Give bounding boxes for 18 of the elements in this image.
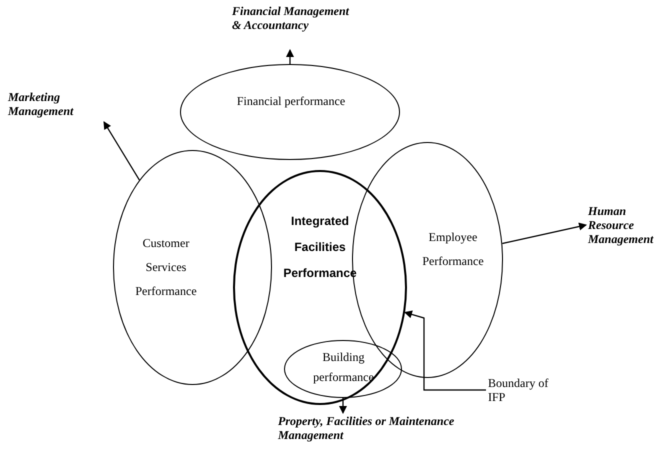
leader-arrow <box>404 310 486 391</box>
node-label: Financial performance <box>236 93 346 110</box>
text-label: Marketing Management <box>8 90 75 118</box>
node-label: Customer Services Performance <box>134 235 198 300</box>
text-label: Boundary of IFP <box>488 376 550 404</box>
text-label: Financial Management & Accountancy <box>232 4 350 32</box>
boundary-ellipse <box>233 170 407 405</box>
arrow <box>286 49 294 64</box>
text-label: Property, Facilities or Maintenance Management <box>278 414 456 442</box>
ellipse <box>113 150 272 385</box>
arrow <box>502 222 587 244</box>
ellipse <box>284 340 402 398</box>
node-label: Building performance <box>312 348 375 386</box>
node-label: Employee Performance <box>421 229 485 270</box>
text-label: Human Resource Management <box>588 204 655 246</box>
arrow <box>339 398 347 414</box>
ellipse <box>180 64 400 160</box>
arrow <box>103 121 140 180</box>
